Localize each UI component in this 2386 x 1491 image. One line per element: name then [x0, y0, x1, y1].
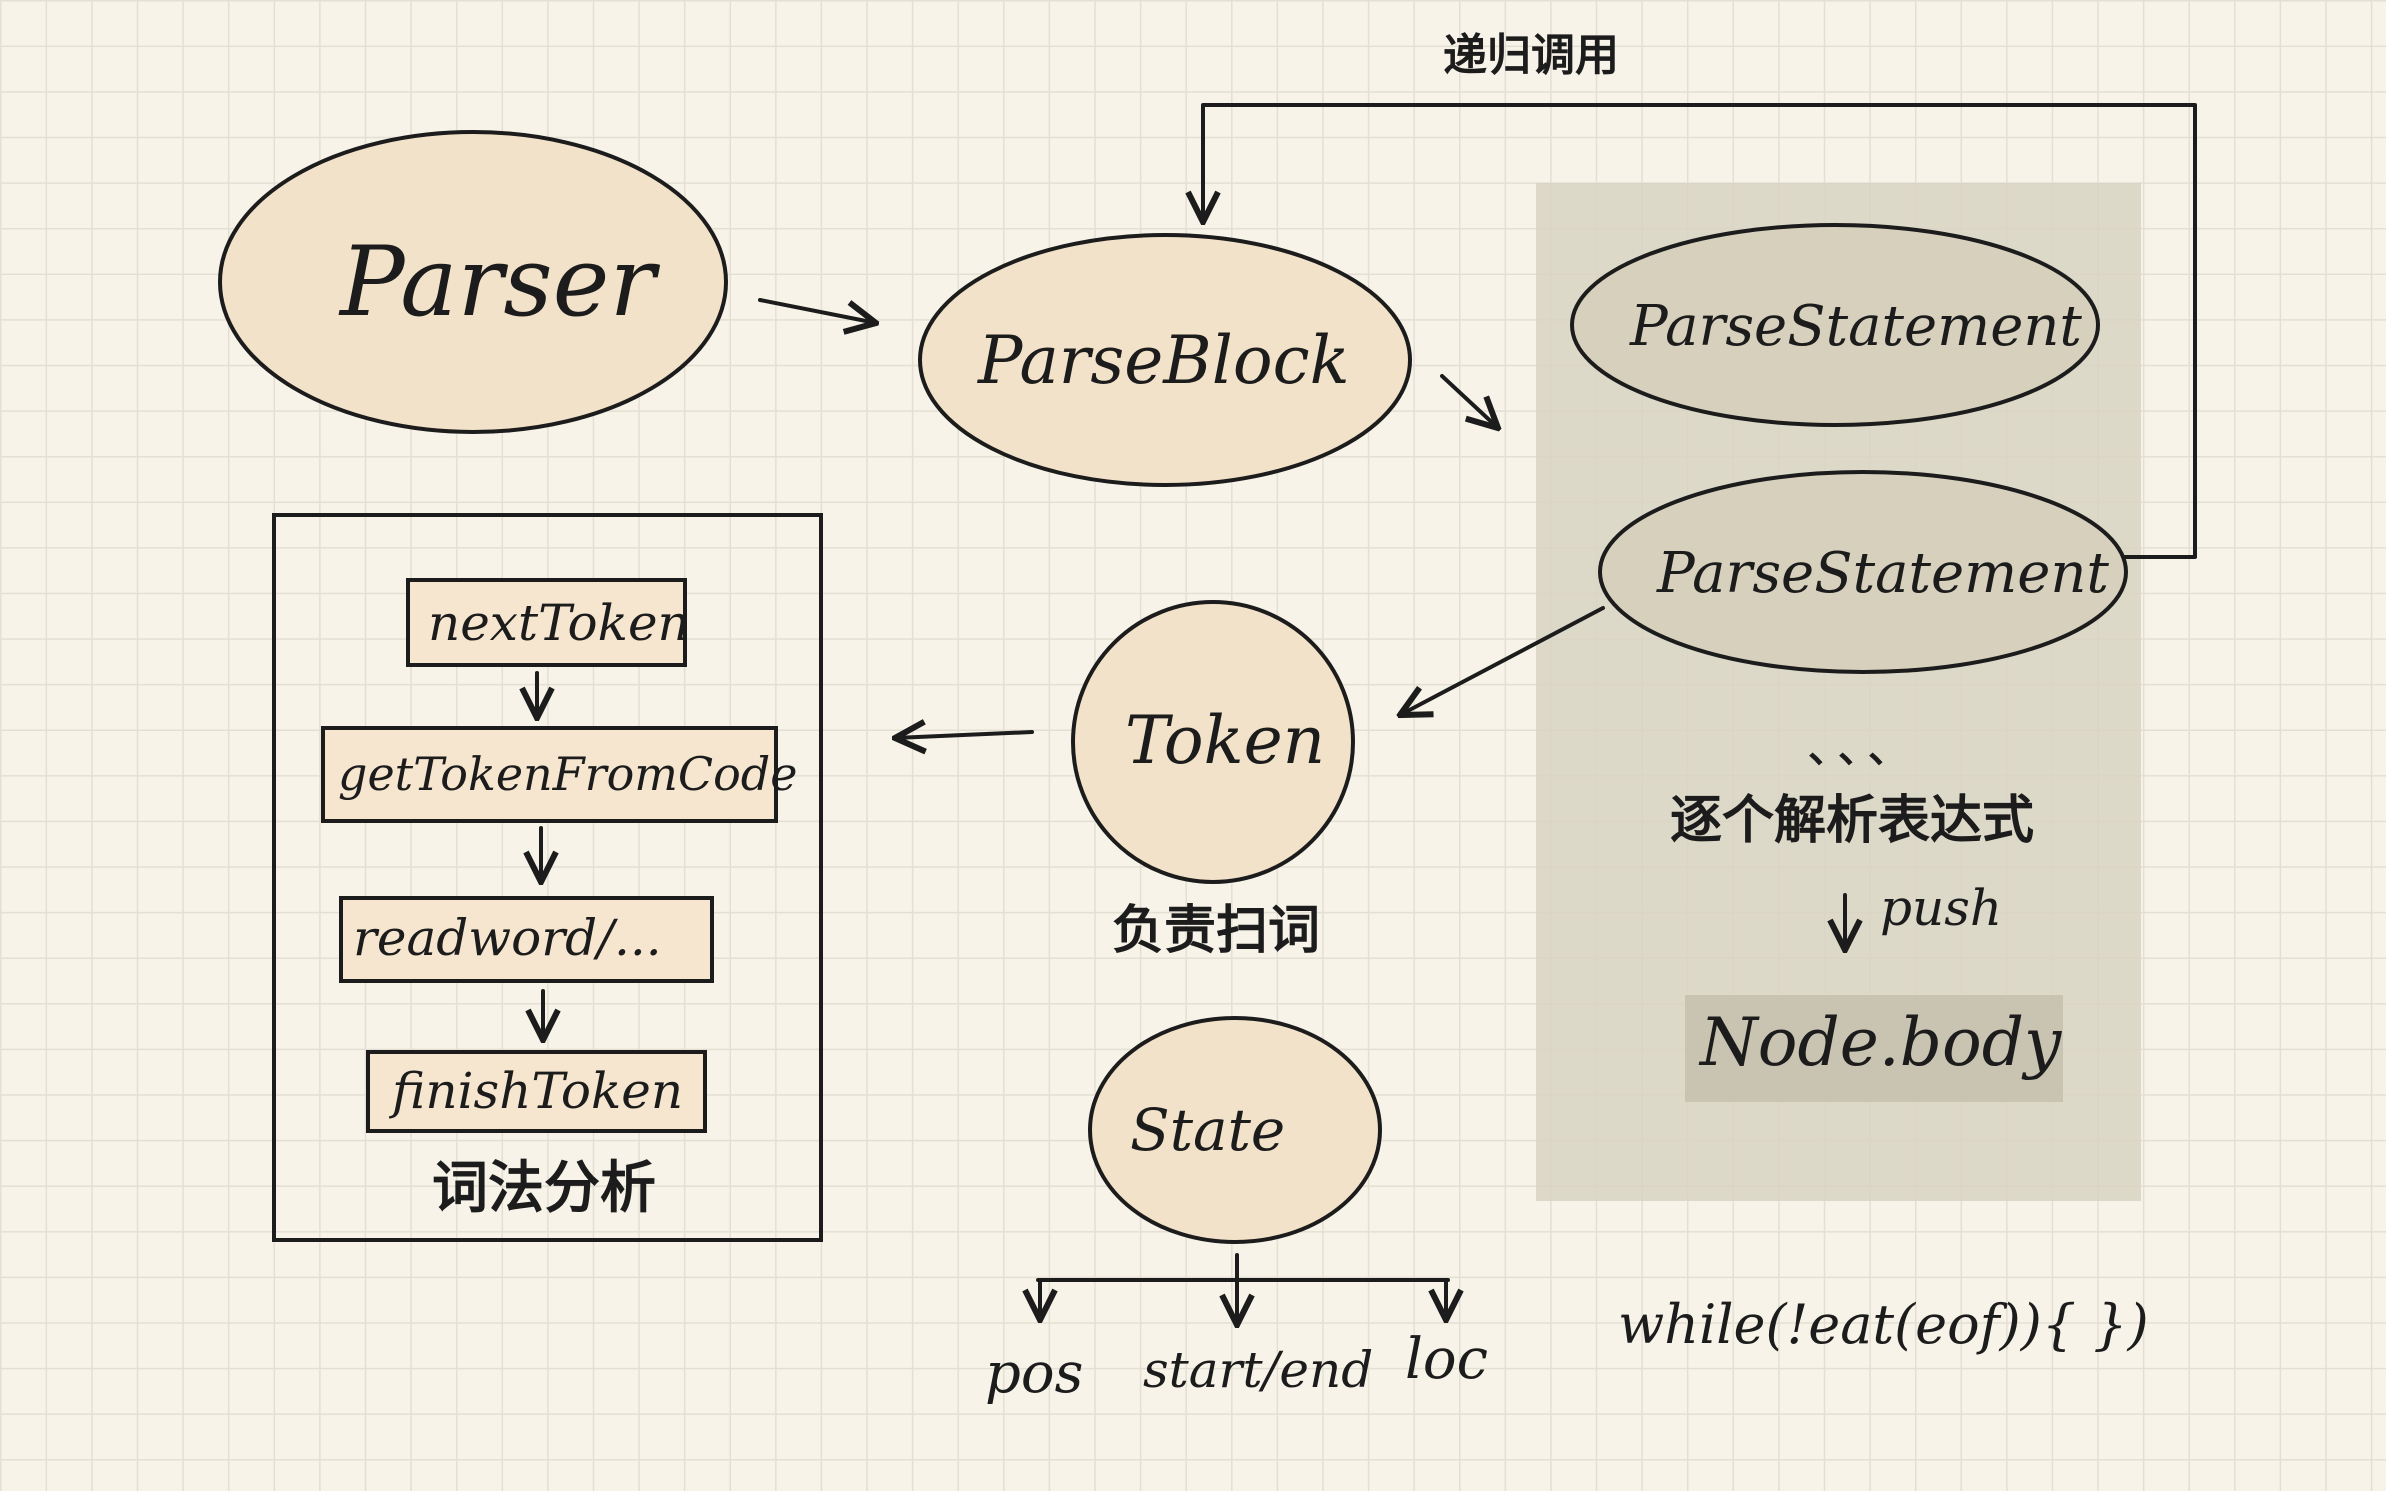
parseblock-to-statement-arrow: [1440, 374, 1498, 428]
parseblock-label: ParseBlock: [977, 322, 1350, 399]
lexer-step-finishtoken: finishToken: [366, 1050, 707, 1133]
lexer-step-gettokenfromcode: getTokenFromCode: [321, 726, 797, 823]
lexer-step-nexttoken: nextToken: [406, 578, 690, 667]
token-to-lexer-arrow: [895, 732, 1034, 738]
state-node: State: [1088, 1016, 1382, 1244]
parse-statement-label-1: ParseStatement: [1629, 294, 2082, 359]
state-label: State: [1130, 1096, 1285, 1164]
token-node: Token: [1071, 600, 1355, 884]
parser-to-parseblock-arrow: [758, 298, 876, 323]
lexer-caption: 词法分析: [432, 1156, 656, 1221]
token-caption: 负责扫词: [1112, 901, 1320, 961]
parse-statement-node-2: ParseStatement: [1598, 470, 2128, 674]
push-label: push: [1880, 879, 2002, 937]
parse-each-expression-label: 逐个解析表达式: [1670, 791, 2034, 851]
node-body-box: [1685, 995, 2063, 1102]
token-label: Token: [1125, 702, 1325, 779]
node-body-label: Node.body: [1698, 1004, 2062, 1081]
loc-label: loc: [1405, 1327, 1488, 1392]
statement-to-token-arrow: [1400, 606, 1605, 715]
lexer-frame: [272, 513, 823, 1242]
recursive-call-label: 递归调用: [1443, 30, 1619, 81]
parser-node: Parser: [218, 130, 728, 434]
parse-statement-node-1: ParseStatement: [1570, 223, 2100, 427]
parser-label: Parser: [338, 226, 660, 338]
recursive-call-arrow: [1203, 103, 2197, 559]
parseblock-node: ParseBlock: [918, 233, 1412, 487]
lexer-step-label: readword/...: [353, 909, 662, 967]
lexer-step-label: finishToken: [388, 1062, 683, 1120]
parse-statement-label-2: ParseStatement: [1656, 541, 2109, 606]
lexer-step-label: getTokenFromCode: [338, 747, 797, 801]
pos-label: pos: [985, 1341, 1083, 1406]
lexer-step-label: nextToken: [428, 594, 690, 652]
lexer-step-readword: readword/...: [339, 896, 714, 983]
start-end-label: start/end: [1143, 1341, 1373, 1399]
while-loop-label: while(!eat(eof)){ }): [1618, 1293, 2149, 1356]
ellipsis-dots: 、、、: [1808, 726, 1918, 772]
